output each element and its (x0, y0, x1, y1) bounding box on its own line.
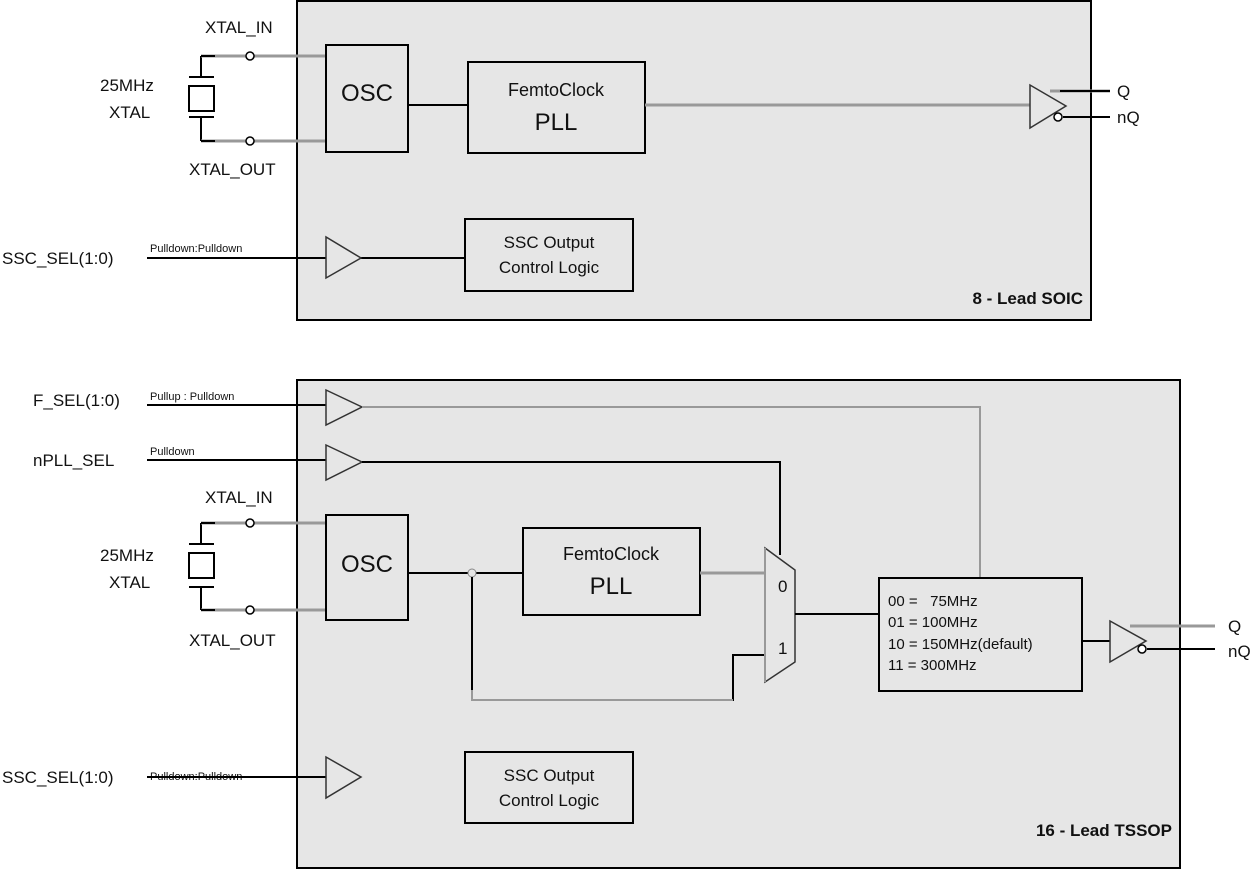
q-output-label: Q (1228, 617, 1241, 636)
npll-sel-pull-label: Pulldown (150, 446, 195, 458)
ssc-sel-label: SSC_SEL(1:0) (2, 249, 114, 268)
soic-package-label: 8 - Lead SOIC (972, 289, 1083, 308)
f-sel-pull-label: Pullup : Pulldown (150, 391, 234, 403)
pll-block (522, 527, 701, 616)
tssop-package-label: 16 - Lead TSSOP (1036, 821, 1172, 840)
nq-output-label: nQ (1228, 642, 1251, 661)
output-divider-block (878, 577, 1083, 692)
xtal-name-label: XTAL (109, 103, 150, 122)
xtal-in-label: XTAL_IN (205, 488, 273, 507)
osc-block (325, 514, 409, 621)
ssc-block-label-2: Control Logic (499, 258, 600, 277)
npll-sel-buffer (325, 443, 364, 482)
pll-block (467, 61, 646, 154)
freq-option: 11 = 300MHz (888, 657, 977, 674)
nq-output-label: nQ (1117, 108, 1140, 127)
f-sel-label: F_SEL(1:0) (33, 391, 120, 410)
xtal-freq-label: 25MHz (100, 546, 154, 565)
pll-label-2: PLL (535, 109, 578, 136)
soic-package-outline (296, 0, 1092, 321)
pll-bypass-mux (764, 546, 796, 684)
freq-option: 00 = 75MHz (888, 593, 978, 610)
ssc-block-label-2: Control Logic (499, 791, 600, 810)
npll-sel-label: nPLL_SEL (33, 451, 114, 470)
soic-diagram: XTAL_IN XTAL_OUT 25MHz XTAL OSC FemtoClo… (2, 0, 1140, 321)
xtal-out-label: XTAL_OUT (189, 631, 276, 650)
xtal-in-label: XTAL_IN (205, 18, 273, 37)
ssc-input-buffer (325, 235, 363, 280)
xtal-out-label: XTAL_OUT (189, 160, 276, 179)
mux-input-0-label: 0 (778, 577, 787, 596)
ssc-block-label-1: SSC Output (504, 233, 595, 252)
ssc-input-buffer (325, 755, 363, 800)
freq-option: 10 = 150MHz(default) (888, 636, 1033, 653)
xtal-in-pin (245, 518, 255, 528)
output-buffer (1029, 83, 1110, 130)
xtal-out-pin (245, 136, 255, 146)
osc-block (325, 44, 409, 153)
junction-node (467, 568, 477, 578)
pll-label-2: PLL (590, 573, 633, 600)
ssc-sel-label: SSC_SEL(1:0) (2, 768, 114, 787)
ssc-sel-pull-label: Pulldown:Pulldown (150, 243, 242, 255)
ssc-control-block (464, 751, 634, 824)
q-output-label: Q (1117, 82, 1130, 101)
pll-label-1: FemtoClock (508, 80, 605, 100)
mux-input-1-label: 1 (778, 639, 787, 658)
xtal-freq-label: 25MHz (100, 76, 154, 95)
osc-label: OSC (341, 551, 393, 578)
crystal-symbol (188, 51, 326, 146)
osc-label: OSC (341, 80, 393, 107)
ssc-block-label-1: SSC Output (504, 766, 595, 785)
freq-option: 01 = 100MHz (888, 614, 978, 631)
pll-label-1: FemtoClock (563, 544, 660, 564)
f-sel-buffer (325, 388, 364, 427)
ssc-control-block (464, 218, 634, 292)
xtal-name-label: XTAL (109, 573, 150, 592)
xtal-in-pin (245, 51, 255, 61)
crystal-symbol (188, 518, 326, 615)
xtal-out-pin (245, 605, 255, 615)
output-buffer (1109, 619, 1215, 664)
tssop-diagram: F_SEL(1:0) Pullup : Pulldown nPLL_SEL Pu… (2, 379, 1251, 869)
